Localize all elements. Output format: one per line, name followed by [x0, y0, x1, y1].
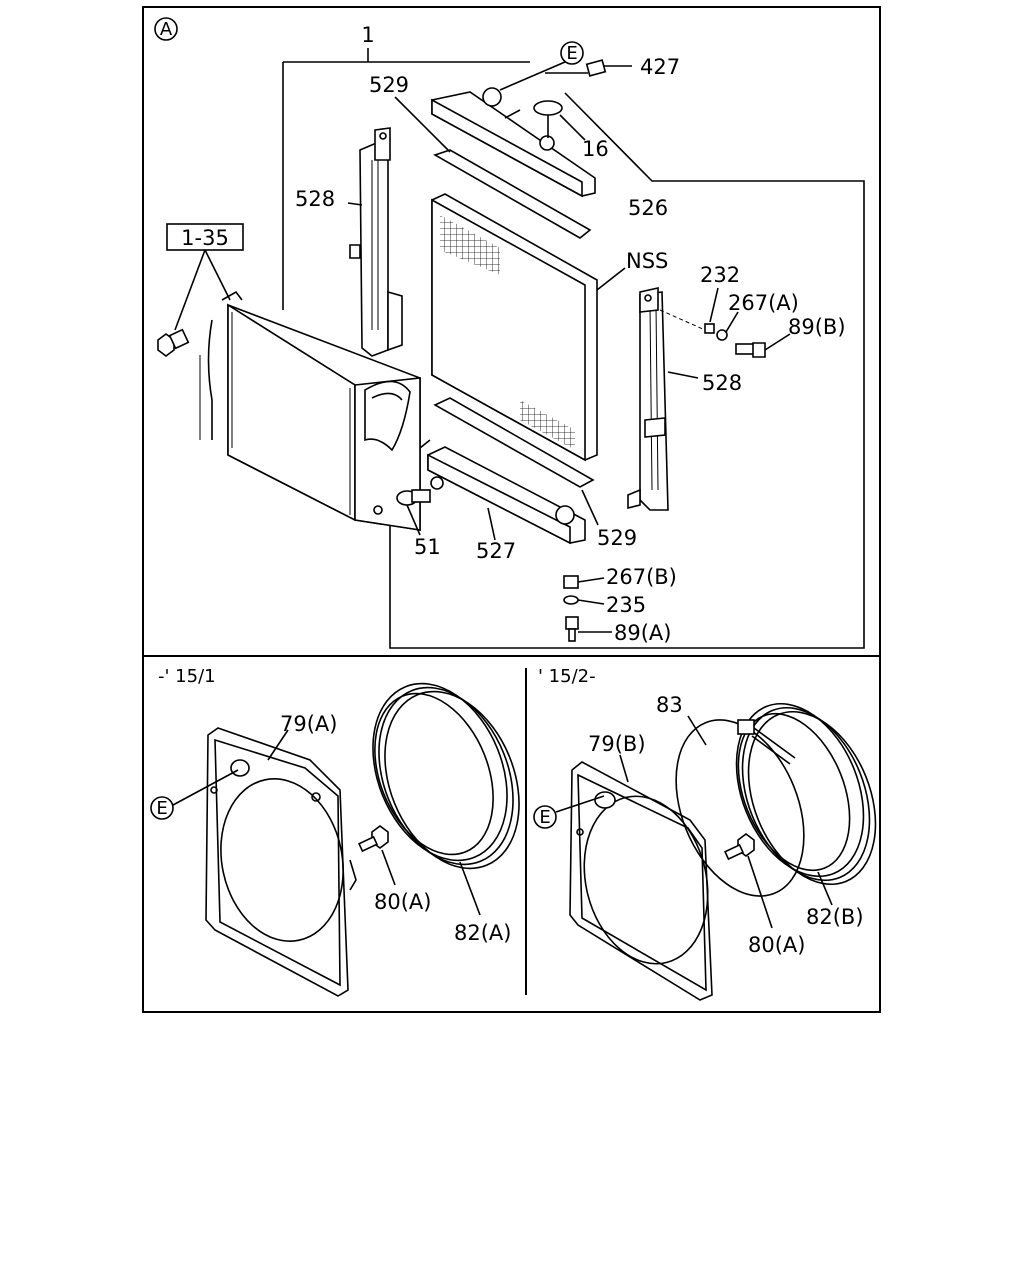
- label-529-upper: 529: [369, 73, 409, 97]
- bolt-1-35: 1-35: [157, 223, 244, 357]
- label-nss: NSS: [626, 249, 668, 273]
- callout-e-right-letter: E: [539, 807, 550, 828]
- label-83: 83: [656, 693, 683, 717]
- label-82b: 82(B): [806, 905, 864, 929]
- drain-cock-51: [396, 489, 431, 536]
- side-bracket-left-528: [347, 127, 403, 357]
- seal-529-lower: [433, 397, 599, 526]
- top-tank-526: [431, 87, 596, 198]
- label-528-left: 528: [295, 187, 335, 211]
- label-235: 235: [606, 593, 646, 617]
- label-82a: 82(A): [454, 921, 511, 945]
- label-51: 51: [414, 535, 441, 559]
- label-427: 427: [640, 55, 680, 79]
- bolt-80a-left: [357, 825, 396, 886]
- label-1-35: 1-35: [181, 226, 229, 250]
- bolt-80a-right: [723, 833, 773, 929]
- label-1: 1: [361, 23, 374, 47]
- label-89b: 89(B): [788, 315, 846, 339]
- hardware-232-267a-89b: [704, 287, 791, 358]
- outer-frame: [142, 6, 881, 1013]
- hardware-267b-235-89a: [563, 575, 612, 642]
- section-label-left: -' 15/1: [158, 666, 216, 687]
- label-89a: 89(A): [614, 621, 671, 645]
- callout-e-top: E: [499, 41, 584, 91]
- ring-82b: [735, 702, 877, 906]
- shroud-79a: [205, 727, 357, 997]
- callout-e-top-letter: E: [566, 43, 577, 64]
- shroud-79b: [569, 754, 713, 1001]
- section-label-right: ' 15/2-: [538, 666, 596, 687]
- label-527: 527: [476, 539, 516, 563]
- callout-e-right: E: [533, 795, 605, 829]
- label-16: 16: [582, 137, 609, 161]
- label-232: 232: [700, 263, 740, 287]
- label-526: 526: [628, 196, 668, 220]
- label-80a-left: 80(A): [374, 890, 431, 914]
- seal-529-upper: [394, 96, 592, 239]
- label-79a: 79(A): [280, 712, 337, 736]
- section-a-letter: A: [160, 19, 173, 40]
- callout-e-left-letter: E: [156, 798, 167, 819]
- clamp-screw: [737, 719, 796, 765]
- label-80a-right: 80(A): [748, 933, 805, 957]
- callout-e-left: E: [150, 769, 239, 820]
- band-83: [675, 715, 805, 897]
- label-529-lower: 529: [597, 526, 637, 550]
- radiator-assembly: [199, 290, 421, 531]
- bottom-tank-527: [427, 446, 586, 545]
- filler-cap-16: [533, 100, 586, 141]
- label-267b: 267(B): [606, 565, 677, 589]
- radiator-core-nss: [431, 193, 626, 462]
- side-bracket-right-528: [627, 287, 706, 511]
- label-528-right: 528: [702, 371, 742, 395]
- label-79b: 79(B): [588, 732, 646, 756]
- label-267a: 267(A): [728, 291, 799, 315]
- plug-427: [545, 59, 632, 77]
- section-a-marker: A: [154, 17, 178, 41]
- ring-82a: [372, 682, 520, 916]
